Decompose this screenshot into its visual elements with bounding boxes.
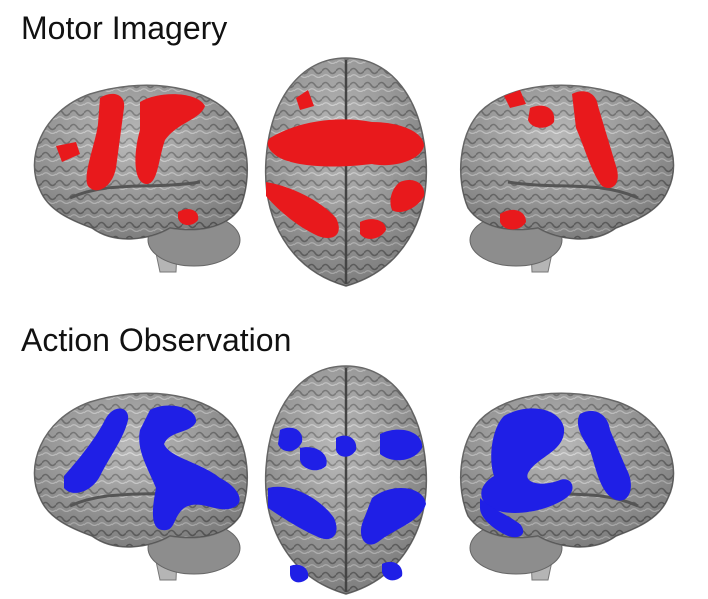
- activation-cluster: [178, 209, 199, 226]
- activation-cluster: [266, 182, 339, 238]
- dorsal-brain-view: [264, 57, 428, 287]
- activation-cluster: [139, 405, 240, 531]
- activation-cluster: [268, 486, 337, 540]
- activation-cluster: [504, 90, 526, 108]
- activation-cluster: [135, 94, 205, 185]
- activation-cluster: [360, 219, 386, 239]
- left-lateral-brain-view: [33, 84, 248, 273]
- motor-imagery-brain-row: [33, 57, 675, 287]
- activation-cluster: [336, 435, 357, 457]
- activation-cluster: [577, 410, 631, 501]
- activation-cluster: [296, 90, 314, 110]
- activation-cluster: [528, 105, 555, 128]
- activation-cluster: [380, 429, 423, 461]
- left-lateral-brain-view: [33, 392, 248, 581]
- activation-cluster: [480, 498, 524, 538]
- activation-cluster: [290, 564, 309, 583]
- dorsal-brain-view: [264, 365, 428, 595]
- action-observation-brain-row: [33, 365, 675, 595]
- activation-cluster: [390, 179, 425, 213]
- activation-cluster: [86, 93, 125, 191]
- right-lateral-brain-view: [460, 392, 675, 581]
- activation-cluster: [481, 408, 573, 513]
- activation-cluster: [360, 487, 426, 545]
- activation-cluster: [382, 561, 403, 581]
- activation-cluster: [278, 427, 303, 452]
- activation-cluster: [64, 408, 129, 493]
- activation-cluster: [500, 209, 526, 230]
- activation-cluster: [572, 91, 618, 188]
- activation-cluster: [56, 142, 80, 162]
- panel-title-motor-imagery: Motor Imagery: [21, 10, 228, 46]
- activation-cluster: [267, 119, 424, 167]
- panel-title-action-observation: Action Observation: [21, 322, 292, 358]
- activation-cluster: [300, 447, 327, 471]
- right-lateral-brain-view: [460, 84, 675, 273]
